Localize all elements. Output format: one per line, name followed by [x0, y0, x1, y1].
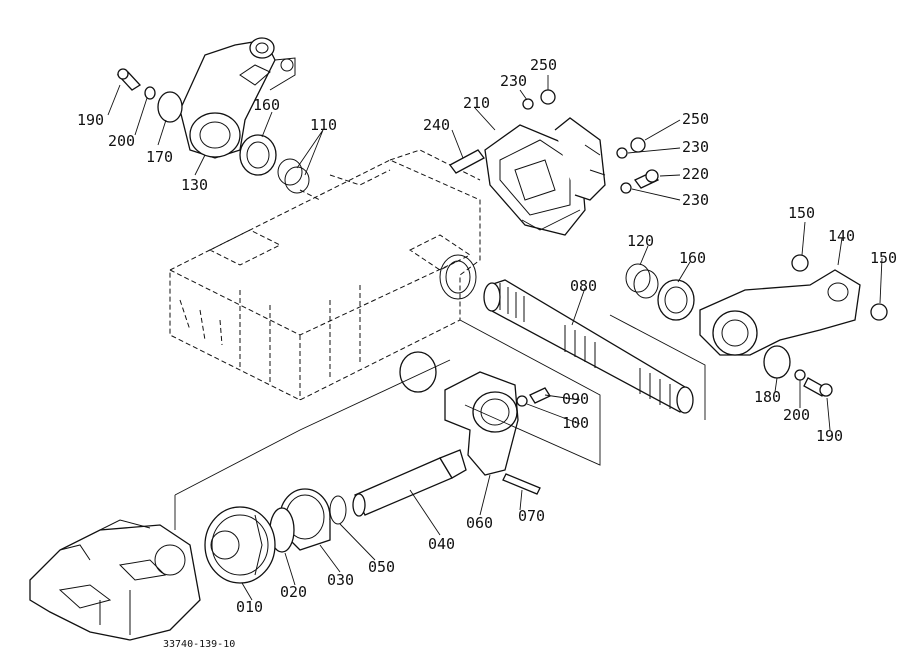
label-250: 250: [530, 56, 557, 74]
right-bearing-160: [657, 279, 695, 321]
label-190: 190: [77, 111, 104, 129]
part-labels: 190 200 170 130 160 110 240 210 230 250 …: [77, 56, 897, 650]
left-lift-arm: [179, 37, 296, 159]
label-200: 200: [108, 132, 135, 150]
label-150: 150: [788, 204, 815, 222]
right-orings-120: [625, 263, 659, 299]
left-plate-170: [157, 91, 183, 123]
bush-150-left: [791, 254, 809, 272]
washer-230-lower: [620, 182, 632, 194]
label-100: 100: [562, 414, 589, 432]
stud-240: [449, 149, 485, 174]
rod-040: [352, 449, 467, 517]
shaft-080: [483, 279, 694, 414]
arm-060: [444, 371, 519, 476]
right-washer-200: [794, 369, 806, 381]
left-orings-110: [277, 158, 310, 194]
label-230: 230: [682, 191, 709, 209]
label-160: 160: [253, 96, 280, 114]
label-150: 150: [870, 249, 897, 267]
label-090: 090: [562, 390, 589, 408]
label-160: 160: [679, 249, 706, 267]
left-washer-200: [144, 86, 156, 100]
label-240: 240: [423, 116, 450, 134]
bush-150-right: [870, 303, 888, 321]
left-bolt-190: [116, 68, 142, 91]
label-020: 020: [280, 583, 307, 601]
label-080: 080: [570, 277, 597, 295]
piston-010: [204, 506, 276, 584]
washer-100: [516, 395, 528, 407]
label-050: 050: [368, 558, 395, 576]
label-120: 120: [627, 232, 654, 250]
right-lift-arm-140: [699, 269, 861, 356]
washer-230-right: [616, 147, 628, 159]
label-060: 060: [466, 514, 493, 532]
label-180: 180: [754, 388, 781, 406]
right-bolt-190: [803, 377, 833, 397]
bracket-210: [484, 117, 606, 236]
nut-230-top: [522, 98, 534, 110]
reference-lines: [174, 209, 706, 530]
bolt-220: [634, 169, 659, 189]
label-030: 030: [327, 571, 354, 589]
left-bearing-160: [239, 134, 277, 176]
label-130: 130: [181, 176, 208, 194]
leader-lines: [107, 75, 883, 601]
right-plate-180: [763, 345, 791, 379]
cylinder-body: [29, 519, 201, 641]
label-110: 110: [310, 116, 337, 134]
pin-070: [502, 473, 541, 495]
label-230: 230: [682, 138, 709, 156]
label-010: 010: [236, 598, 263, 616]
seal-plate: [399, 351, 437, 393]
label-190: 190: [816, 427, 843, 445]
label-210: 210: [463, 94, 490, 112]
label-140: 140: [828, 227, 855, 245]
oring-050: [329, 495, 347, 525]
label-170: 170: [146, 148, 173, 166]
label-200: 200: [783, 406, 810, 424]
label-220: 220: [682, 165, 709, 183]
label-250: 250: [682, 110, 709, 128]
figure-code: 33740-139-10: [163, 639, 235, 650]
label-230: 230: [500, 72, 527, 90]
nut-250-top: [540, 89, 556, 105]
label-070: 070: [518, 507, 545, 525]
label-040: 040: [428, 535, 455, 553]
nut-250-right: [630, 137, 646, 153]
